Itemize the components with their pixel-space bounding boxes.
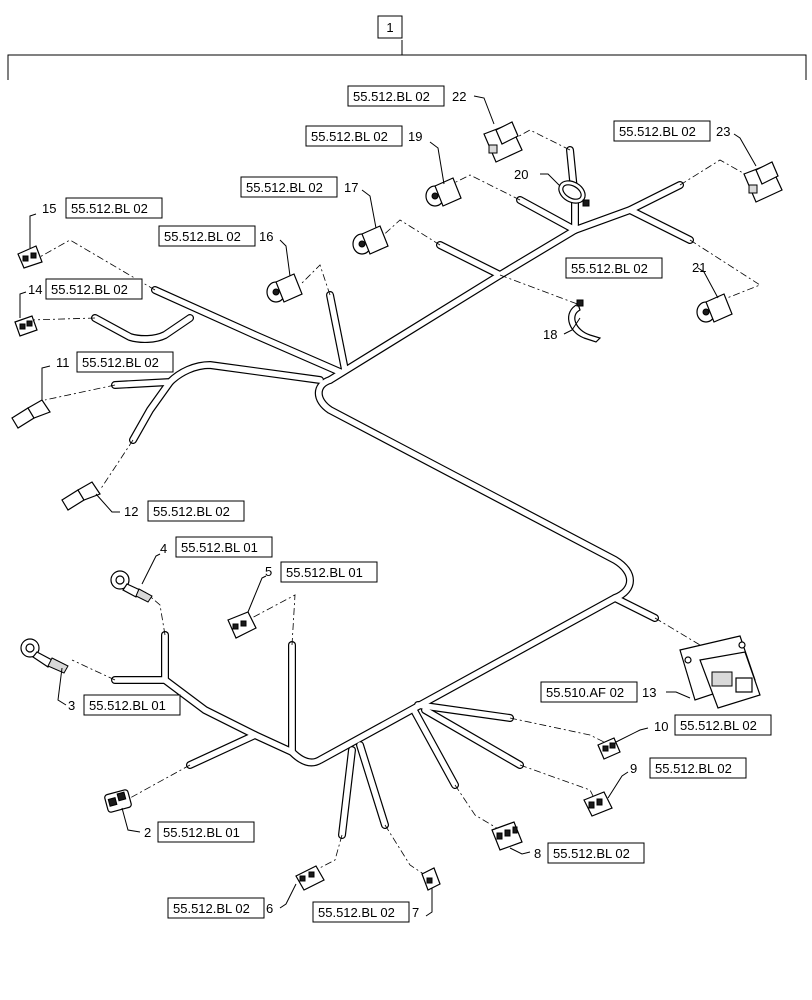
callout-23: 23 55.512.BL 02: [613, 120, 757, 167]
callout-7-number: 7: [412, 905, 419, 920]
callout-7: 7 55.512.BL 02: [312, 888, 433, 923]
callout-13-number: 13: [642, 685, 656, 700]
connector-6-icon: [295, 865, 325, 891]
callout-11-number: 11: [56, 355, 70, 370]
callout-21-ref: 55.512.BL 02: [571, 261, 648, 276]
callout-2-ref: 55.512.BL 01: [163, 825, 240, 840]
callout-16-number: 16: [259, 229, 273, 244]
harness-wires: [91, 146, 694, 839]
connector-23-icon: [743, 161, 783, 203]
connector-14-icon: [14, 315, 38, 337]
callout-5-ref: 55.512.BL 01: [286, 565, 363, 580]
ring-terminal-4-icon: [110, 570, 153, 603]
callout-22: 22 55.512.BL 02: [347, 85, 495, 125]
callout-4: 4 55.512.BL 01: [141, 536, 273, 585]
callout-4-number: 4: [160, 541, 167, 556]
callout-21: 21 55.512.BL 02: [565, 257, 719, 299]
callout-8-ref: 55.512.BL 02: [553, 846, 630, 861]
callout-13: 13 55.510.AF 02: [540, 681, 691, 703]
callout-22-number: 22: [452, 89, 466, 104]
callout-19-number: 19: [408, 129, 422, 144]
callout-14: 14 55.512.BL 02: [19, 278, 143, 318]
callout-15-ref: 55.512.BL 02: [71, 201, 148, 216]
callout-3: 3 55.512.BL 01: [57, 667, 181, 716]
ring-terminal-3-icon: [20, 638, 69, 674]
connector-22-icon: [483, 121, 523, 163]
callout-6-ref: 55.512.BL 02: [173, 901, 250, 916]
callout-9-number: 9: [630, 761, 637, 776]
connector-5-icon: [227, 611, 257, 639]
connector-10-icon: [597, 737, 621, 760]
callout-21-number: 21: [692, 260, 706, 275]
callout-16: 16 55.512.BL 02: [158, 225, 291, 277]
callout-15-number: 15: [42, 201, 56, 216]
spade-terminal-12-icon: [61, 481, 101, 511]
callout-10: 10 55.512.BL 02: [615, 714, 772, 743]
callout-5-number: 5: [265, 564, 272, 579]
callout-10-number: 10: [654, 719, 668, 734]
spade-terminal-11-icon: [11, 399, 51, 429]
callout-11-ref: 55.512.BL 02: [82, 355, 159, 370]
callout-17: 17 55.512.BL 02: [240, 176, 377, 229]
round-connector-19-icon: [425, 177, 462, 207]
callout-16-ref: 55.512.BL 02: [164, 229, 241, 244]
callout-12: 12 55.512.BL 02: [95, 493, 245, 522]
callout-15: 15 55.512.BL 02: [29, 197, 163, 248]
connector-15-icon: [17, 245, 43, 269]
round-connector-16-icon: [266, 273, 303, 303]
callout-19-ref: 55.512.BL 02: [311, 129, 388, 144]
callout-17-number: 17: [344, 180, 358, 195]
callout-6: 6 55.512.BL 02: [167, 883, 297, 919]
connector-9-icon: [583, 791, 613, 817]
connector-8-icon: [491, 821, 523, 851]
callout-20: 20: [514, 167, 561, 187]
callout-18: 18: [543, 317, 581, 342]
callout-8-number: 8: [534, 846, 541, 861]
clamp-20-icon: [558, 180, 590, 207]
callout-8: 8 55.512.BL 02: [509, 842, 645, 864]
callout-14-ref: 55.512.BL 02: [51, 282, 128, 297]
round-connector-17-icon: [352, 225, 389, 255]
callout-20-number: 20: [514, 167, 528, 182]
callout-2: 2 55.512.BL 01: [121, 807, 255, 843]
callout-9: 9 55.512.BL 02: [607, 757, 747, 799]
assembly-bracket: 1: [7, 15, 807, 80]
callout-19: 19 55.512.BL 02: [305, 125, 445, 185]
callout-17-ref: 55.512.BL 02: [246, 180, 323, 195]
connector-13-icon: [679, 635, 761, 709]
cable-tie-18-icon: [568, 299, 602, 343]
callout-3-number: 3: [68, 698, 75, 713]
callout-9-ref: 55.512.BL 02: [655, 761, 732, 776]
callout-7-ref: 55.512.BL 02: [318, 905, 395, 920]
callout-23-ref: 55.512.BL 02: [619, 124, 696, 139]
callout-12-number: 12: [124, 504, 138, 519]
round-connector-21-icon: [696, 293, 733, 323]
callout-13-ref: 55.510.AF 02: [546, 685, 624, 700]
callout-14-number: 14: [28, 282, 42, 297]
callout-10-ref: 55.512.BL 02: [680, 718, 757, 733]
callout-22-ref: 55.512.BL 02: [353, 89, 430, 104]
callout-6-number: 6: [266, 901, 273, 916]
callout-18-number: 18: [543, 327, 557, 342]
connection-dash-lines: [29, 129, 761, 876]
connector-7-icon: [421, 867, 441, 891]
callout-11: 11 55.512.BL 02: [41, 351, 174, 400]
callout-2-number: 2: [144, 825, 151, 840]
callout-3-ref: 55.512.BL 01: [89, 698, 166, 713]
assembly-number: 1: [386, 20, 393, 35]
callout-12-ref: 55.512.BL 02: [153, 504, 230, 519]
callout-5: 5 55.512.BL 01: [247, 561, 378, 613]
connector-2-icon: [104, 789, 132, 813]
callout-4-ref: 55.512.BL 01: [181, 540, 258, 555]
callout-23-number: 23: [716, 124, 730, 139]
